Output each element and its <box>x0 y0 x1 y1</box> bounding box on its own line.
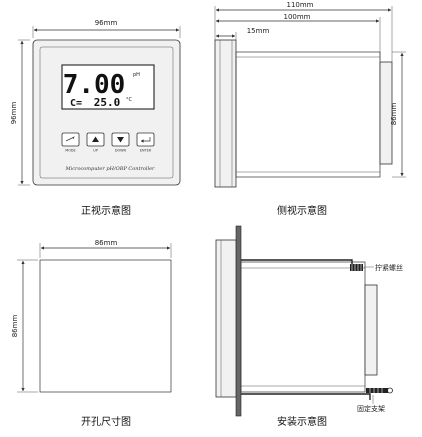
screw-thread <box>350 264 363 271</box>
lcd-temp-unit: °C <box>126 97 133 103</box>
front-width-dimension: 96mm <box>95 19 118 27</box>
front-view: 96mm 96mm 7.00 pH C= 25.0 °C MODE UP <box>10 19 181 217</box>
install-rear-terminal <box>364 284 378 376</box>
down-triangle-icon <box>117 137 124 143</box>
cutout-width-dimension: 86mm <box>95 239 118 247</box>
bracket-screw-head <box>387 387 393 394</box>
front-view-caption: 正视示意图 <box>81 204 131 217</box>
up-button: UP <box>86 132 105 153</box>
side-height-dimension: 86mm <box>390 103 398 126</box>
side-body-dimension: 100mm <box>284 13 311 21</box>
enter-arrow-icon <box>141 137 151 142</box>
bracket-screw-icon <box>366 387 393 394</box>
bracket-screw-body <box>366 388 388 393</box>
top-fixing-bracket <box>241 259 353 264</box>
front-bezel <box>32 39 181 186</box>
enter-button: ENTER <box>136 132 155 153</box>
screw-label: 拧紧螺丝 <box>375 263 403 272</box>
cutout-height-dimension: 86mm <box>11 315 19 338</box>
install-view-caption: 安装示意图 <box>277 415 327 428</box>
mode-button: MODE <box>61 132 80 153</box>
cutout-view: 86mm 86mm 开孔尺寸图 <box>11 239 172 428</box>
side-view-caption: 侧视示意图 <box>277 204 327 217</box>
side-front-bezel <box>214 39 237 188</box>
install-housing <box>240 261 366 393</box>
up-triangle-icon <box>92 136 99 142</box>
down-button-label: DOWN <box>115 149 127 153</box>
lcd-main-value: 7.00 <box>63 70 126 100</box>
install-view: 拧紧螺丝 固定支架 安装示意图 <box>215 225 403 428</box>
enter-arrowhead-icon <box>141 139 144 143</box>
bracket-label: 固定支架 <box>357 404 385 413</box>
front-inner-frame <box>39 46 174 179</box>
side-view: 110mm 100mm 15mm 86mm 侧视示意图 <box>214 1 406 217</box>
front-height-dimension: 96mm <box>10 102 18 125</box>
lcd-temp-value: 25.0 <box>94 96 121 109</box>
mode-button-frame <box>61 132 80 147</box>
screw-icon <box>350 264 363 271</box>
enter-button-frame <box>136 132 155 147</box>
side-housing <box>235 51 381 178</box>
lcd-main-unit: pH <box>133 72 140 78</box>
mounting-panel <box>235 225 242 417</box>
lcd-temp-prefix: C= <box>70 98 82 109</box>
side-total-dimension: 110mm <box>287 1 314 9</box>
cutout-outline <box>39 259 172 393</box>
mode-arrow-icon <box>65 136 75 142</box>
model-label: Microcomputer pH/ORP Controller <box>65 166 156 172</box>
install-front-bezel <box>215 239 237 398</box>
cutout-view-caption: 开孔尺寸图 <box>81 415 131 428</box>
enter-button-label: ENTER <box>140 149 152 153</box>
mode-button-label: MODE <box>65 149 75 153</box>
down-button: DOWN <box>111 132 130 153</box>
up-button-label: UP <box>93 149 98 153</box>
side-rear-terminal <box>379 61 393 165</box>
lcd-display <box>61 64 155 110</box>
bottom-fixing-bracket <box>241 393 371 400</box>
side-flange-dimension: 15mm <box>247 27 270 35</box>
